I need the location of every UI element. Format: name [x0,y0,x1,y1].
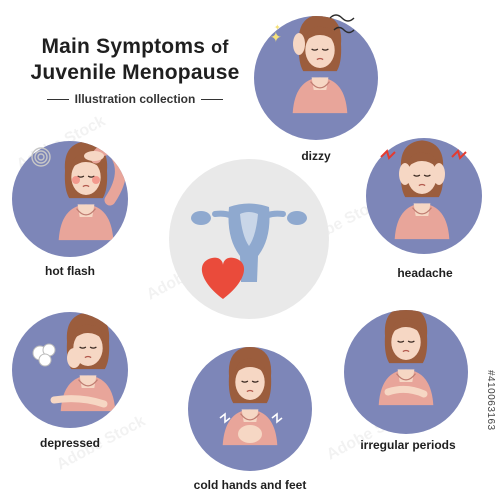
depressed-illustration [12,312,128,428]
title-line2: Juvenile Menopause [30,61,240,84]
dizzy-illustration: ✦ ✦ [254,14,378,140]
label-hot-flash: hot flash [45,264,95,278]
label-depressed: depressed [39,436,101,450]
label-dizzy: dizzy [301,149,331,163]
subtitle-text: Illustration collection [74,92,196,106]
cold-hands-illustration [188,347,312,471]
page-title: Main Symptoms of Juvenile Menopause [20,34,250,86]
label-headache: headache [397,266,453,280]
hot-flash-illustration [12,141,128,257]
label-cold-hands-feet: cold hands and feet [193,478,307,492]
title-of: of [211,37,229,57]
uterus-heart-illustration [169,159,329,319]
irregular-periods-illustration [344,310,468,434]
headache-illustration [366,138,482,254]
svg-text:✦: ✦ [270,29,282,45]
page-subtitle: Illustration collection [30,92,240,106]
subtitle-dash-left [46,99,69,101]
title-line1: Main Symptoms [41,35,206,58]
label-irregular-periods: irregular periods [360,438,456,452]
svg-text:✦: ✦ [274,23,281,32]
stock-id: #410063163 [485,370,496,431]
subtitle-dash-right [201,99,224,101]
